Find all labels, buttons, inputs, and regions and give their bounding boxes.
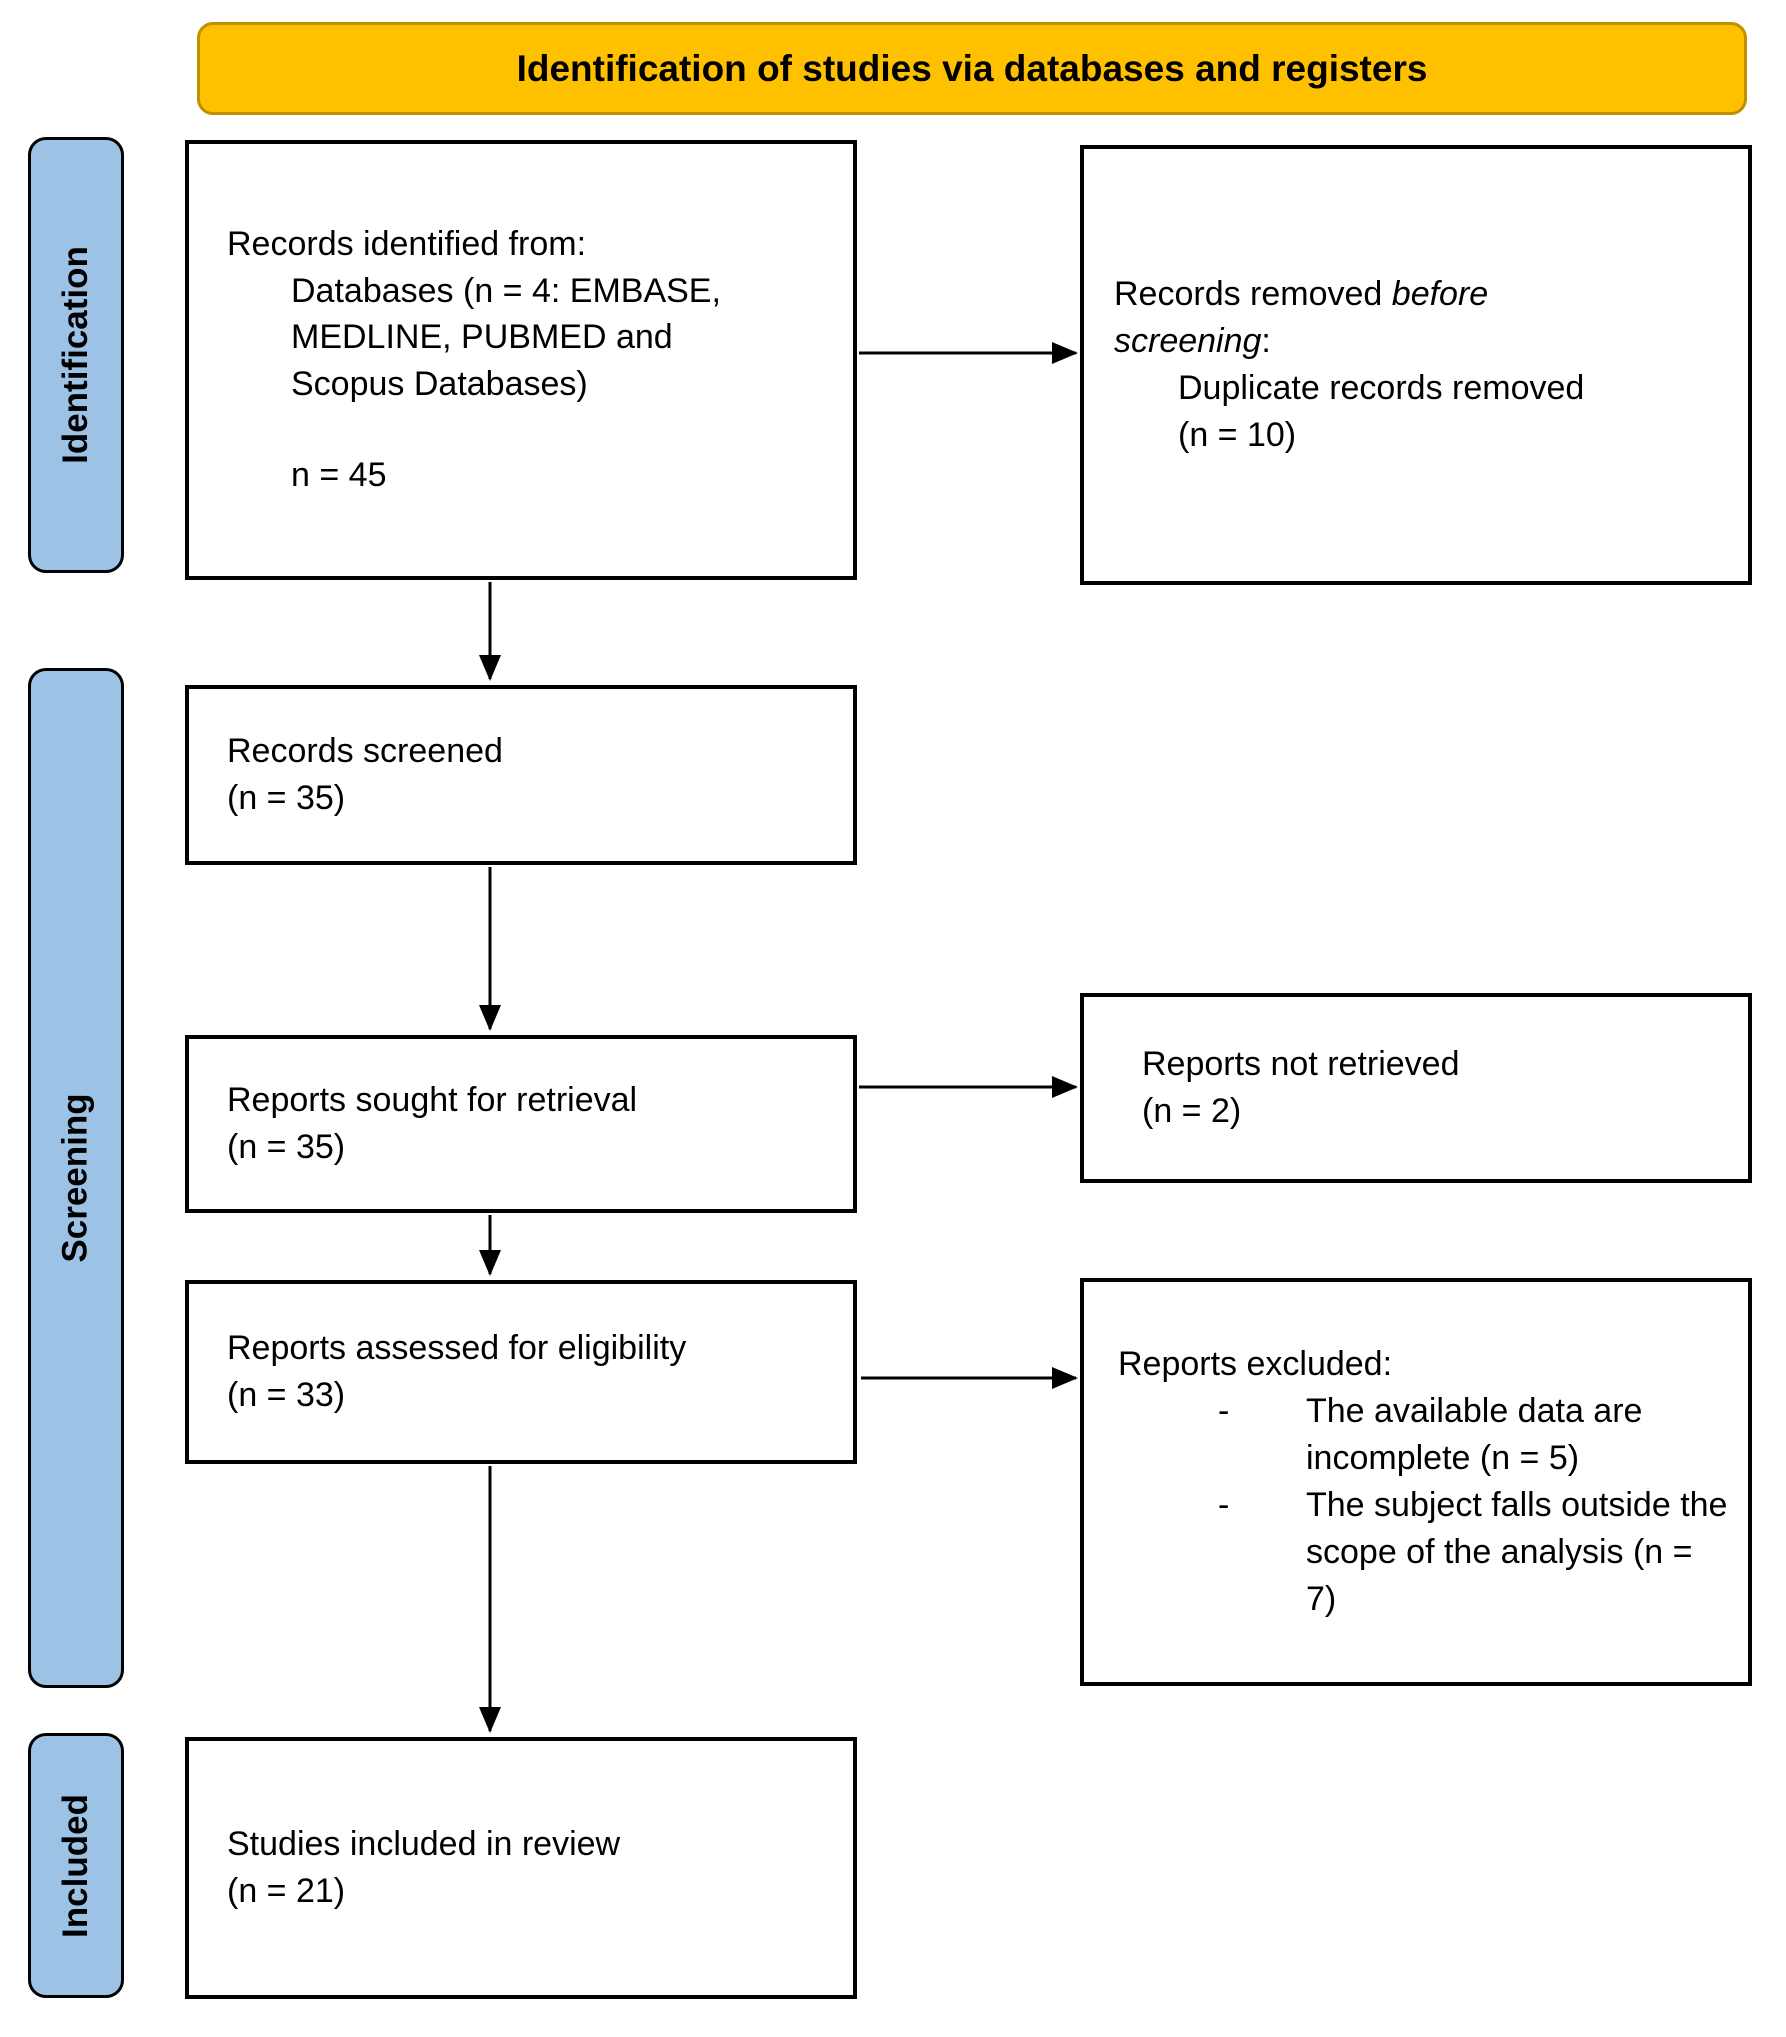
box-records-identified: Records identified from: Databases (n = … [185,140,857,580]
box-line-text: : [1261,322,1271,361]
box-count: (n = 2) [1142,1092,1242,1130]
stage-tab-identification-label: Identification [56,246,95,464]
stage-tab-screening: Screening [28,668,124,1688]
box-line: Reports not retrieved [1142,1045,1460,1084]
bullet-item: - The available data are incomplete (n =… [1118,1388,1730,1482]
bullet-marker: - [1218,1392,1230,1431]
box-reports-sought: Reports sought for retrieval (n = 35) [185,1035,857,1213]
box-line: MEDLINE, PUBMED and [291,318,673,357]
box-line: Records identified from: [227,224,587,263]
box-reports-assessed: Reports assessed for eligibility (n = 33… [185,1280,857,1464]
blank-line [227,408,835,452]
box-line: Duplicate records removed (n = 10) [1178,369,1585,454]
title-text: Identification of studies via databases … [516,47,1428,89]
box-count: n = 45 [291,456,387,495]
stage-tab-included-label: Included [56,1793,95,1938]
box-line: Reports assessed for eligibility [227,1329,687,1368]
box-line-italic: before [1391,275,1489,314]
box-line: Records screened [227,732,503,771]
bullet-marker: - [1218,1486,1230,1524]
box-records-removed: Records removed before screening: Duplica… [1080,145,1752,585]
stage-tab-included: Included [28,1733,124,1998]
box-count: (n = 33) [227,1376,346,1414]
box-records-screened: Records screened (n = 35) [185,685,857,865]
box-line: Records removed before screening: [1114,271,1730,365]
stage-tab-screening-label: Screening [56,1093,96,1263]
box-line-italic: screening [1114,322,1262,361]
stage-tab-identification: Identification [28,137,124,573]
bullet-item: - The subject falls outside the scope of… [1118,1482,1730,1623]
bullet-item-text: The subject falls outside the scope of t… [1306,1486,1728,1618]
box-studies-included: Studies included in review (n = 21) [185,1737,857,1999]
box-line: Reports excluded: [1118,1345,1393,1384]
box-line: Reports sought for retrieval [227,1081,638,1120]
box-line: Databases (n = 4: EMBASE, [291,271,721,310]
box-count: (n = 35) [227,779,346,817]
box-line: Scopus Databases) [291,365,588,404]
box-count: (n = 21) [227,1872,346,1910]
box-reports-excluded: Reports excluded: - The available data a… [1080,1278,1752,1686]
box-line-text: Records removed [1114,275,1392,314]
box-count: (n = 35) [227,1128,346,1166]
box-reports-not-retrieved: Reports not retrieved (n = 2) [1080,993,1752,1183]
title-banner: Identification of studies via databases … [197,22,1747,115]
box-line: Studies included in review [227,1825,621,1864]
bullet-item-text: The available data are incomplete (n = 5… [1306,1392,1643,1478]
